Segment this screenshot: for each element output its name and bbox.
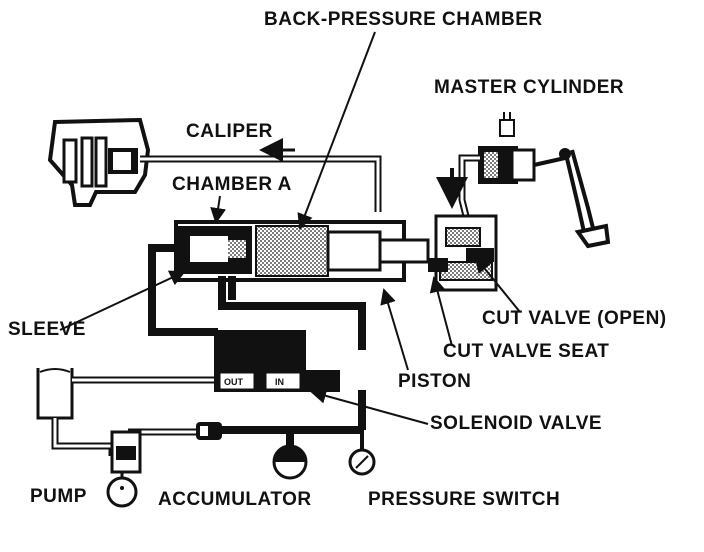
label-back-pressure-chamber: BACK-PRESSURE CHAMBER (264, 9, 543, 30)
label-chamber-a: CHAMBER A (172, 174, 292, 195)
brake-pedal (559, 148, 611, 249)
pressure-switch (348, 430, 376, 476)
modulator-cylinder (174, 220, 430, 282)
leader-lines (59, 31, 521, 425)
caliper-body (47, 117, 151, 207)
solenoid-out-port: OUT (224, 377, 244, 387)
solenoid-in-port: IN (275, 377, 284, 387)
label-sleeve: SLEEVE (8, 319, 86, 340)
solenoid-valve: OUT IN (214, 330, 340, 392)
label-piston: PISTON (398, 371, 472, 392)
pump-unit (106, 430, 142, 508)
label-solenoid-valve: SOLENOID VALVE (430, 413, 603, 434)
caliper-line (140, 155, 382, 212)
label-pump: PUMP (30, 486, 87, 507)
master-cylinder (478, 112, 566, 184)
label-cut-valve-seat: CUT VALVE SEAT (443, 341, 610, 362)
label-caliper: CALIPER (186, 121, 273, 142)
label-master-cylinder: MASTER CYLINDER (434, 77, 625, 98)
cut-valve-assembly (428, 214, 498, 292)
label-pressure-switch: PRESSURE SWITCH (368, 489, 561, 510)
master-cylinder-line (458, 154, 480, 217)
label-accumulator: ACCUMULATOR (158, 489, 312, 510)
check-valve (196, 422, 222, 440)
accumulator (272, 444, 308, 480)
label-cut-valve-open: CUT VALVE (OPEN) (482, 308, 667, 329)
reservoir (36, 368, 74, 420)
